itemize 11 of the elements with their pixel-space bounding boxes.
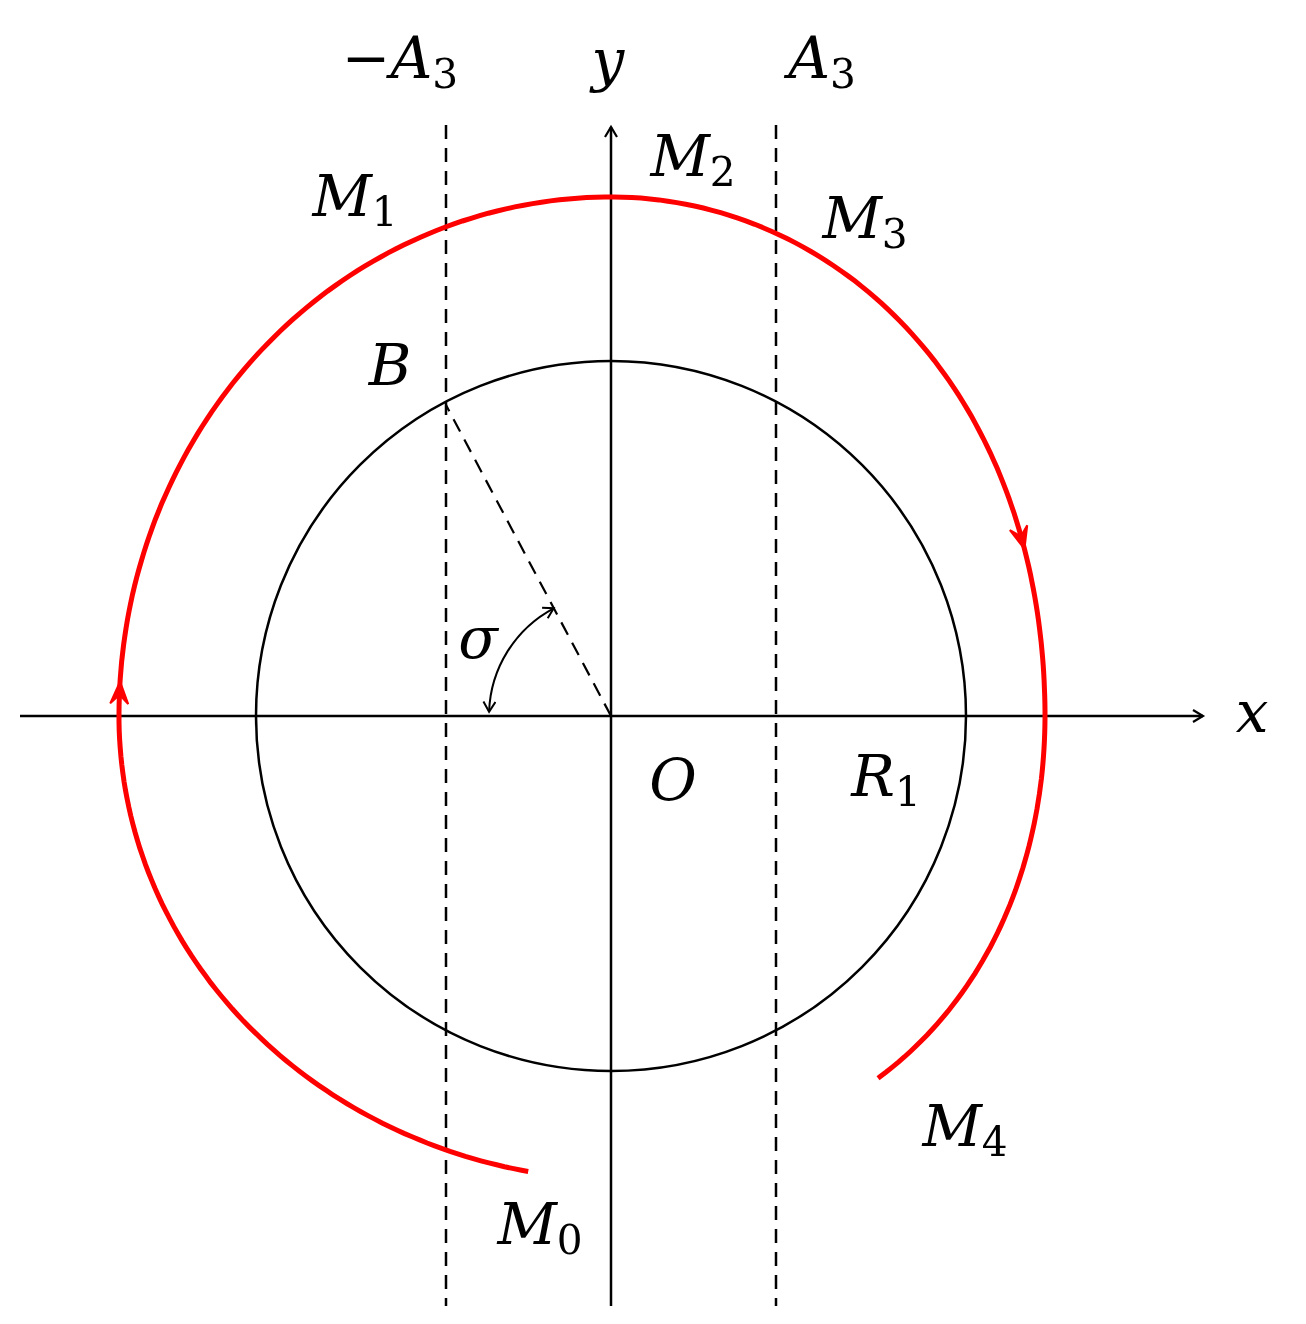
point-label: M$_{4}$ [922,1097,1008,1163]
angle-label: σ [458,609,498,667]
point-label: B [368,336,412,394]
point-label: M$_{2}$ [650,127,736,193]
radius-label: R$_{1}$ [851,747,921,813]
point-label: M$_{3}$ [822,189,908,255]
axis-label: x [1235,683,1269,741]
axis-marker-label: −A$_{3}$ [341,29,459,95]
origin-label: O [649,751,697,809]
point-label: M$_{1}$ [312,167,398,233]
point-label: M$_{0}$ [497,1195,583,1261]
